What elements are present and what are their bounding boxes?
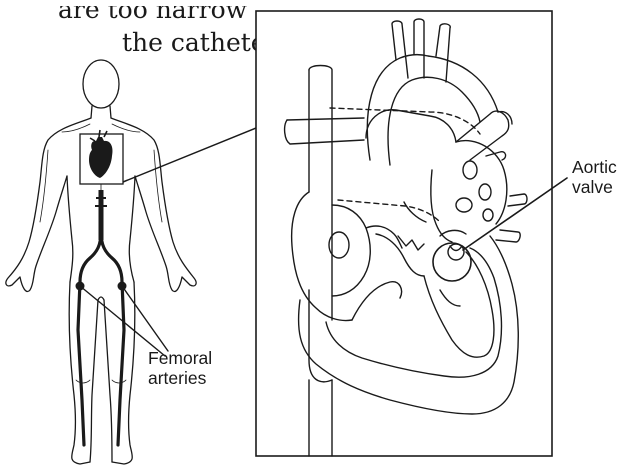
femoral-label-line-1: Femoral	[148, 348, 212, 368]
human-body-outline	[6, 60, 196, 464]
femoral-label-line-2: arteries	[148, 368, 212, 388]
aortic-label-line-1: Aortic	[572, 157, 617, 177]
zoom-connector-line	[123, 128, 256, 182]
heart-detail-frame	[256, 11, 552, 456]
aortic-label-line-2: valve	[572, 177, 617, 197]
femoral-arteries-label: Femoral arteries	[148, 348, 212, 388]
aortic-valve-label: Aortic valve	[572, 157, 617, 197]
heart-inset-box	[80, 130, 123, 184]
